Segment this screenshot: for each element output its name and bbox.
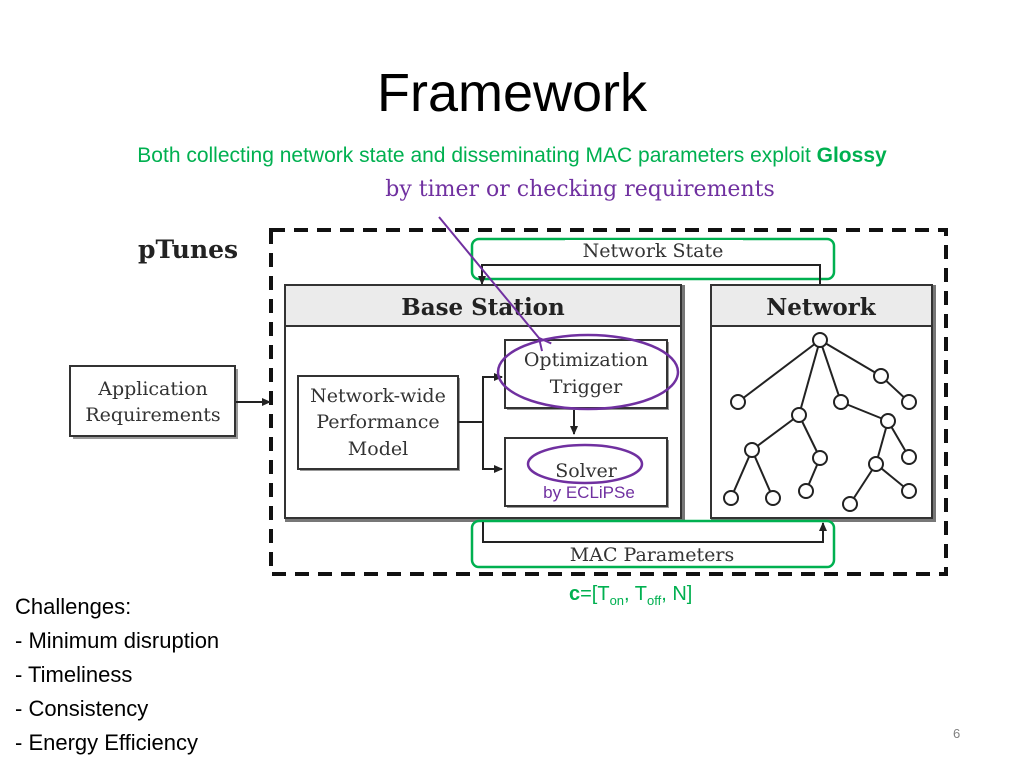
app-req-line2: Requirements (85, 404, 220, 426)
solver-highlight-ellipse (526, 443, 644, 485)
formula-sep: , T (624, 583, 647, 605)
trigger-line2: Trigger (550, 376, 623, 398)
trigger-highlight-ellipse (496, 333, 680, 411)
tree-node (765, 490, 781, 506)
formula-c: c (569, 583, 580, 605)
mac-parameters-highlight (470, 519, 836, 569)
network-tree-nodes (723, 332, 917, 512)
trigger-line1: Optimization (524, 349, 648, 371)
tree-node-root (812, 332, 828, 348)
model-line3: Model (348, 438, 408, 460)
timer-note: by timer or checking requirements (385, 177, 775, 202)
tree-node (842, 496, 858, 512)
challenges-list: Challenges: - Minimum disruption - Timel… (15, 590, 219, 760)
challenge-item: - Minimum disruption (15, 628, 220, 653)
tree-node (880, 413, 896, 429)
network-state-highlight (470, 237, 836, 281)
formula-rest: , N] (661, 583, 692, 605)
app-req-line1: Application (97, 378, 208, 400)
tree-node (833, 394, 849, 410)
subtitle-text: Both collecting network state and dissem… (137, 144, 817, 167)
formula-open: =[T (580, 583, 609, 605)
optimization-trigger-box: Optimization Trigger (504, 339, 669, 410)
tree-node (868, 456, 884, 472)
network-state-loop: Network State (470, 237, 836, 285)
slide-subtitle: Both collecting network state and dissem… (0, 144, 1024, 168)
performance-model-box: Network-wide Performance Model (297, 375, 460, 471)
subtitle-bold: Glossy (816, 144, 887, 167)
solver-label: Solver (555, 460, 618, 482)
challenge-item: - Energy Efficiency (15, 730, 199, 755)
tree-node (901, 449, 917, 465)
network-state-label: Network State (583, 240, 724, 262)
trigger-annotation-arrow (438, 216, 539, 338)
ptunes-label: pTunes (138, 235, 238, 264)
tree-node (901, 394, 917, 410)
tree-node (798, 483, 814, 499)
tree-node (812, 450, 828, 466)
model-line1: Network-wide (310, 385, 446, 407)
formula-off: off (647, 593, 662, 608)
tree-node (723, 490, 739, 506)
network-label: Network (766, 294, 877, 321)
formula-on: on (610, 593, 624, 608)
network-tree (730, 339, 910, 505)
ptunes-boundary (269, 228, 948, 576)
application-requirements-box: Application Requirements (69, 365, 238, 439)
tree-node (744, 442, 760, 458)
eclipse-note: by ECLiPSe (543, 483, 635, 502)
solver-box: Solver (504, 437, 669, 508)
challenge-item: - Consistency (15, 696, 149, 721)
mac-parameters-label: MAC Parameters (570, 544, 734, 566)
mac-parameters-loop: MAC Parameters (470, 519, 836, 569)
tree-node (791, 407, 807, 423)
tree-node (873, 368, 889, 384)
page-number: 6 (953, 726, 961, 741)
challenge-item: - Timeliness (15, 662, 133, 687)
tree-node (730, 394, 746, 410)
slide-title: Framework (376, 63, 648, 123)
tree-node (901, 483, 917, 499)
base-station-label: Base Station (401, 294, 565, 321)
model-line2: Performance (316, 411, 439, 433)
challenges-heading: Challenges: (15, 594, 132, 619)
mac-formula: c=[Ton, Toff, N] (569, 583, 692, 608)
model-connectors (458, 373, 503, 473)
